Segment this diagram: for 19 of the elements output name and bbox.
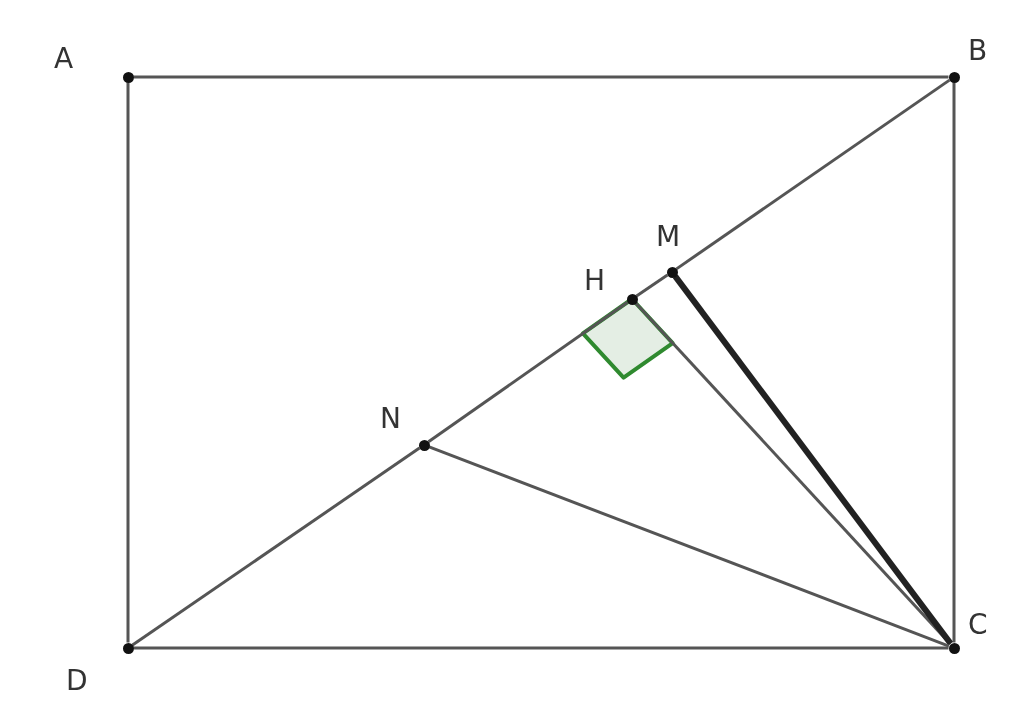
point-label: A bbox=[54, 44, 74, 74]
line-segment bbox=[635, 273, 669, 298]
line-segment bbox=[133, 646, 949, 650]
line-segment bbox=[672, 274, 954, 646]
line-segment bbox=[427, 300, 629, 444]
point-label: C bbox=[968, 610, 988, 640]
line-segment bbox=[428, 445, 950, 648]
point-label: D bbox=[66, 666, 88, 696]
line-segment bbox=[131, 446, 421, 647]
right-angle-mark bbox=[580, 297, 675, 380]
point-label: H bbox=[584, 266, 606, 296]
point-label: N bbox=[380, 404, 401, 434]
line-segment bbox=[133, 75, 949, 79]
line-segment bbox=[675, 78, 951, 271]
point-label: B bbox=[968, 36, 988, 66]
point-label: M bbox=[656, 222, 681, 252]
line-segment bbox=[126, 82, 130, 643]
line-segment bbox=[634, 302, 952, 645]
line-segment bbox=[952, 82, 956, 643]
